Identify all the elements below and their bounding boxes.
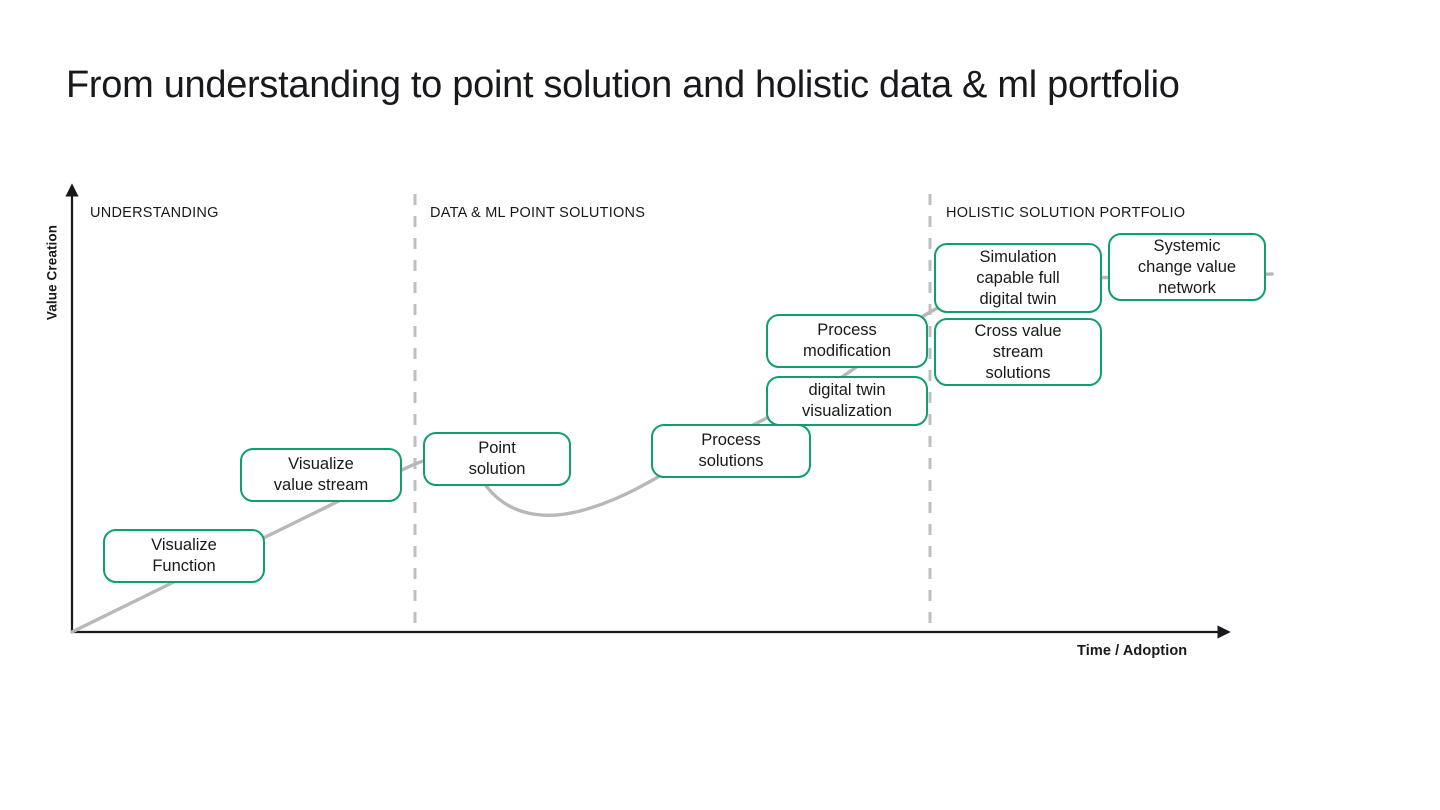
x-axis-label: Time / Adoption [1077,643,1188,659]
axis-group [65,183,1231,639]
node-digital-twin-visualization[interactable]: digital twin visualization [766,376,928,426]
phase-header-point-solutions: DATA & ML POINT SOLUTIONS [430,205,646,221]
node-point-solution[interactable]: Point solution [423,432,571,486]
node-visualize-function[interactable]: Visualize Function [103,529,265,583]
phase-header-understanding: UNDERSTANDING [90,205,219,221]
page-title: From understanding to point solution and… [66,64,1180,106]
node-systemic-change-value-network[interactable]: Systemic change value network [1108,233,1266,301]
y-axis-label: Value Creation [44,224,60,321]
phase-dividers [413,194,932,632]
node-process-solutions[interactable]: Process solutions [651,424,811,478]
phase-header-holistic-portfolio: HOLISTIC SOLUTION PORTFOLIO [946,205,1186,221]
node-simulation-capable-full-digital-twin[interactable]: Simulation capable full digital twin [934,243,1102,313]
node-cross-value-stream-solutions[interactable]: Cross value stream solutions [934,318,1102,386]
node-process-modification[interactable]: Process modification [766,314,928,368]
node-visualize-value-stream[interactable]: Visualize value stream [240,448,402,502]
